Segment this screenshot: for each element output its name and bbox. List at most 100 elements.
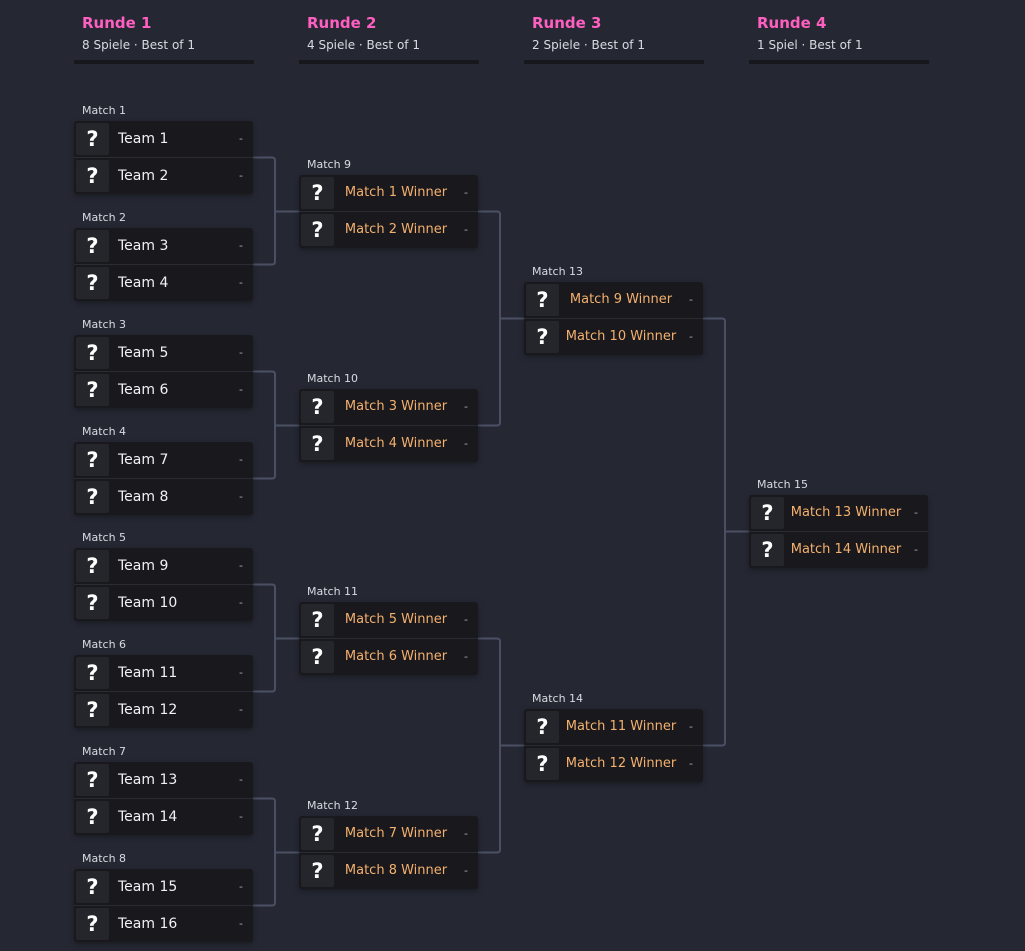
score: - [689,293,693,306]
question-mark-icon: ? [76,694,109,726]
participant-slot[interactable]: ?Team 11- [74,655,253,691]
question-mark-icon: ? [76,160,109,192]
winner-placeholder-name: Match 1 Winner [344,185,448,200]
bracket-connector-line [478,210,524,427]
bracket-connector-line [703,317,749,747]
participant-slot[interactable]: ?Match 2 Winner- [299,212,478,248]
participant-slot[interactable]: ?Match 1 Winner- [299,175,478,211]
round-title: Runde 3 [532,14,602,32]
participant-slot[interactable]: ?Team 7- [74,442,253,478]
team-name: Team 5 [118,345,169,361]
slot-divider [749,531,928,532]
participant-slot[interactable]: ?Match 9 Winner- [524,282,703,318]
participant-slot[interactable]: ?Match 10 Winner- [524,319,703,355]
score: - [239,559,243,572]
score: - [239,917,243,930]
participant-slot[interactable]: ?Match 8 Winner- [299,853,478,889]
round-divider [524,60,704,64]
slot-divider [74,478,253,479]
question-mark-icon: ? [76,123,109,155]
question-mark-icon: ? [76,871,109,903]
score: - [239,276,243,289]
participant-slot[interactable]: ? Team 2 - [74,158,253,194]
participant-slot[interactable]: ?Team 10- [74,585,253,621]
participant-slot[interactable]: ?Team 16- [74,906,253,942]
winner-placeholder-name: Match 7 Winner [344,826,448,841]
team-name: Team 10 [118,595,178,611]
participant-slot[interactable]: ?Team 15- [74,869,253,905]
participant-slot[interactable]: ?Team 3- [74,228,253,264]
participant-slot[interactable]: ?Team 6- [74,372,253,408]
participant-slot[interactable]: ?Match 3 Winner- [299,389,478,425]
participant-slot[interactable]: ?Team 1- [74,121,253,157]
round-title: Runde 1 [82,14,152,32]
participant-slot[interactable]: ?Match 6 Winner- [299,639,478,675]
round-divider [749,60,929,64]
match-card-4: ?Team 7-?Team 8- [74,442,253,515]
score: - [239,383,243,396]
participant-slot[interactable]: ?Match 13 Winner- [749,495,928,531]
match-label: Match 3 [82,318,127,331]
bracket-connector-line [253,797,299,907]
question-mark-icon: ? [301,818,334,850]
participant-slot[interactable]: ?Match 4 Winner- [299,426,478,462]
participant-slot[interactable]: ?Team 4- [74,265,253,301]
match-label: Match 7 [82,745,127,758]
score: - [239,169,243,182]
participant-slot[interactable]: ?Match 12 Winner- [524,746,703,782]
participant-slot[interactable]: ?Team 12- [74,692,253,728]
question-mark-icon: ? [751,497,784,529]
match-label: Match 9 [307,158,352,171]
participant-slot[interactable]: ?Team 8- [74,479,253,515]
slot-divider [299,425,478,426]
match-card-3: ?Team 5-?Team 6- [74,335,253,408]
participant-slot[interactable]: ?Match 5 Winner- [299,602,478,638]
slot-divider [524,318,703,319]
participant-slot[interactable]: ?Team 14- [74,799,253,835]
slot-divider [74,584,253,585]
score: - [464,650,468,663]
team-name: Team 6 [118,382,169,398]
round-subtitle: 1 Spiel · Best of 1 [757,38,863,52]
score: - [239,346,243,359]
score: - [239,239,243,252]
slot-divider [74,371,253,372]
bracket-connector-line [478,637,524,854]
team-name: Team 2 [118,168,169,184]
question-mark-icon: ? [526,748,559,780]
team-name: Team 8 [118,489,169,505]
participant-slot[interactable]: ?Match 14 Winner- [749,532,928,568]
match-card-14: ?Match 11 Winner-?Match 12 Winner- [524,709,703,782]
question-mark-icon: ? [301,391,334,423]
team-name: Team 15 [118,879,178,895]
round-title: Runde 4 [757,14,827,32]
winner-placeholder-name: Match 6 Winner [344,649,448,664]
round-subtitle: 2 Spiele · Best of 1 [532,38,645,52]
slot-divider [74,905,253,906]
match-card-10: ?Match 3 Winner-?Match 4 Winner- [299,389,478,462]
participant-slot[interactable]: ?Team 5- [74,335,253,371]
question-mark-icon: ? [76,801,109,833]
match-card-2: ?Team 3-?Team 4- [74,228,253,301]
score: - [239,490,243,503]
score: - [689,720,693,733]
team-name: Team 9 [118,558,169,574]
match-label: Match 8 [82,852,127,865]
slot-divider [299,638,478,639]
slot-divider [74,264,253,265]
participant-slot[interactable]: ?Match 7 Winner- [299,816,478,852]
match-label: Match 14 [532,692,584,705]
match-card-11: ?Match 5 Winner-?Match 6 Winner- [299,602,478,675]
participant-slot[interactable]: ? Team 9 - [74,548,253,584]
winner-placeholder-name: Match 8 Winner [344,863,448,878]
bracket-connector-line [253,370,299,480]
slot-divider [74,691,253,692]
question-mark-icon: ? [76,550,109,582]
bracket-connector-line [253,583,299,693]
question-mark-icon: ? [301,855,334,887]
match-card-9: ?Match 1 Winner-?Match 2 Winner- [299,175,478,248]
participant-slot[interactable]: ?Team 13- [74,762,253,798]
participant-slot[interactable]: ?Match 11 Winner- [524,709,703,745]
winner-placeholder-name: Match 14 Winner [790,542,902,557]
winner-placeholder-name: Match 5 Winner [344,612,448,627]
